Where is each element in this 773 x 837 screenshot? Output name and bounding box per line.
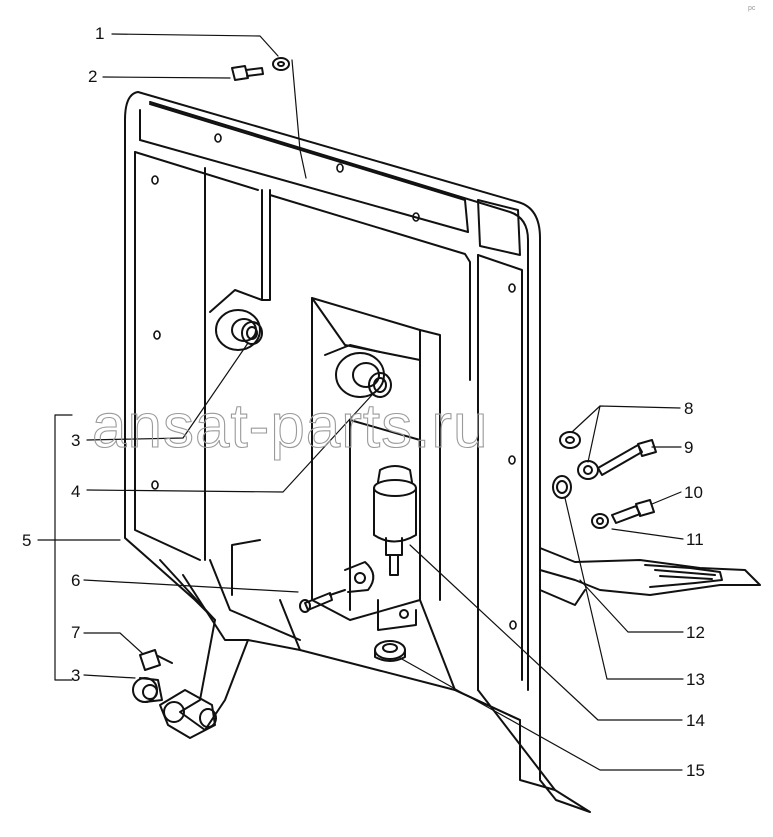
pedal-bushing-boss-right: [324, 344, 385, 398]
bushing-13: [552, 475, 572, 499]
callout-14: 14: [686, 711, 705, 730]
stop-light-switch: [373, 465, 417, 576]
callout-9: 9: [684, 438, 693, 457]
pivot-tube: [159, 689, 217, 739]
callout-5: 5: [22, 531, 31, 550]
callout-labels: 1 2 3 4 5 6 7 3 8 9 10 11 12 13 14 15: [22, 24, 705, 780]
grease-nipple-7: [139, 649, 173, 671]
callout-3-upper: 3: [71, 431, 80, 450]
mounting-holes: [151, 133, 517, 630]
callout-3-lower: 3: [71, 666, 80, 685]
callout-6: 6: [71, 571, 80, 590]
callout-2: 2: [88, 67, 97, 86]
nut-upper-right: [577, 460, 599, 480]
bolt-9: [597, 439, 657, 476]
locknut-15: [374, 640, 406, 662]
support-plate: [124, 91, 591, 813]
needle-bearing-lower: [132, 677, 163, 703]
callout-8: 8: [684, 399, 693, 418]
site-watermark: ansat-parts.ru: [92, 392, 489, 461]
lower-switch-mount: [377, 599, 417, 631]
nut-8: [559, 431, 581, 449]
switch-bracket: [344, 561, 375, 593]
callout-15: 15: [686, 761, 705, 780]
callout-12: 12: [686, 623, 705, 642]
corner-mark: pc: [748, 5, 756, 12]
needle-bearing-upper: [241, 321, 263, 345]
bolt-6: [299, 589, 346, 613]
screw-2: [231, 65, 264, 81]
callout-13: 13: [686, 670, 705, 689]
bolt-10: [611, 499, 655, 524]
pedal-bushing-boss-left: [209, 289, 263, 351]
leader-lines: [37, 33, 684, 771]
brake-pedal: [539, 547, 761, 606]
callout-4: 4: [71, 482, 80, 501]
callout-11: 11: [686, 530, 704, 549]
washer-11: [591, 513, 609, 529]
needle-bearing-middle: [368, 372, 392, 398]
washer-1: [272, 57, 290, 71]
callout-1: 1: [95, 24, 104, 43]
callout-7: 7: [71, 623, 80, 642]
callout-10: 10: [684, 483, 703, 502]
